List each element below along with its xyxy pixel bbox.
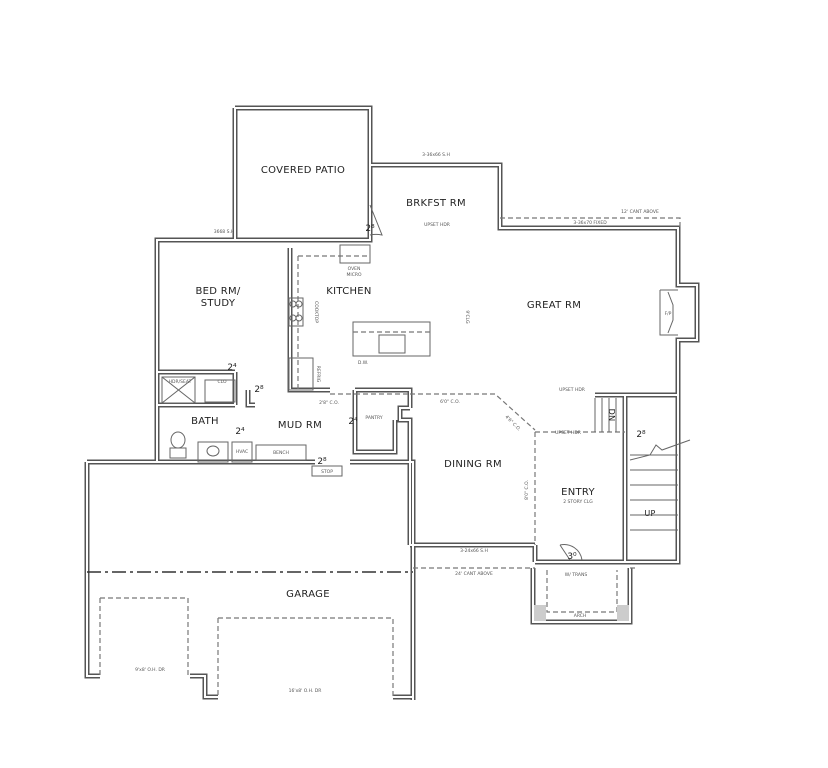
cooktop — [288, 297, 304, 327]
note-garage-door: 9'x8' O.H. DR — [135, 667, 165, 673]
shower — [161, 376, 196, 404]
wall-inner-line — [399, 407, 536, 562]
note-cased-opening: 8'0" C.O. — [524, 480, 530, 500]
door-size-garage: 2⁸ — [317, 457, 327, 467]
note-transom: W/ TRANS — [565, 572, 588, 578]
porch-column — [534, 605, 546, 621]
note-cantilever: 12' CANT ABOVE — [621, 209, 659, 215]
wall — [355, 387, 413, 408]
wall-inner-line — [595, 394, 678, 562]
wall-inner-line — [86, 461, 414, 700]
garage-door-small — [99, 597, 189, 676]
door-size-patio: 2⁸ — [365, 224, 375, 234]
wall-inner-line — [355, 389, 411, 408]
door-swing-front — [559, 544, 583, 561]
room-mud-rm: MUD RM — [278, 420, 322, 431]
note-arch: ARCH — [574, 613, 587, 619]
note-upset-header: UPSET HDR — [559, 387, 585, 393]
room-labels: COVERED PATIO BRKFST RM KITCHEN GREAT RM… — [191, 165, 595, 600]
hvac — [231, 441, 253, 463]
wall-inner-line — [247, 390, 255, 406]
note-dw: D.W. — [358, 360, 368, 366]
room-bed-rm: BED RM/ — [195, 286, 240, 297]
vanity — [197, 441, 229, 463]
note-window: 3668 S.H — [214, 229, 235, 235]
door-swing-patio — [369, 204, 383, 236]
toilet-icon — [169, 431, 187, 459]
room-covered-patio: COVERED PATIO — [261, 165, 345, 176]
note-window: 3-24x66 S.H — [460, 548, 488, 554]
door-size-pantry: 2⁴ — [348, 417, 358, 427]
door-size-bath: 2⁴ — [235, 427, 245, 437]
note-cased-opening: 6'0" C.O. — [440, 399, 460, 405]
oven-micro — [339, 244, 371, 264]
porch-outline — [546, 570, 618, 613]
sink-icon — [378, 334, 406, 354]
note-header: UPSET HDR — [424, 222, 450, 228]
wall-inner-line — [532, 568, 631, 623]
wall — [352, 390, 398, 455]
details — [87, 204, 691, 697]
wall-inner-line — [156, 164, 698, 563]
closet — [204, 379, 236, 403]
note-refrig: REFRIG — [315, 366, 321, 383]
refrigerator — [288, 357, 314, 391]
note-micro: MICRO — [346, 272, 361, 278]
note-bench: BENCH — [273, 450, 289, 456]
garage-door-large — [217, 617, 394, 697]
kitchen-island — [352, 321, 431, 357]
cooktop-burners-icon — [289, 300, 303, 322]
room-garage: GARAGE — [286, 589, 330, 600]
door-sizes: 2⁸ 2⁴ 2⁸ 2⁴ 2⁴ 2⁸ 2⁸ 3⁰ — [227, 224, 646, 562]
note-cantilever: 24' CANT ABOVE — [455, 571, 493, 577]
note-upset-header: UPSET HDR — [555, 430, 581, 436]
room-brkfst-rm: BRKFST RM — [406, 198, 466, 209]
room-kitchen: KITCHEN — [326, 286, 371, 297]
wall — [397, 405, 538, 562]
cantilever-line-12 — [500, 217, 681, 228]
note-pantry: PANTRY — [365, 415, 382, 421]
note-clo: CLO — [217, 379, 226, 385]
stairs-up — [629, 439, 691, 531]
door-size-closet: 2⁴ — [227, 363, 237, 373]
note-window: 3-36x66 S.H — [422, 152, 450, 158]
note-hvac: HVAC — [236, 449, 248, 455]
note-stop: STOP — [321, 469, 333, 475]
room-dining-rm: DINING RM — [444, 459, 502, 470]
door-size-bed: 2⁸ — [254, 385, 264, 395]
room-entry: ENTRY — [561, 487, 595, 498]
room-bath: BATH — [191, 416, 219, 427]
shower-x — [161, 376, 196, 404]
room-study: STUDY — [201, 298, 236, 309]
stairs-up-label: UP — [644, 509, 655, 518]
porch-column — [617, 605, 629, 621]
room-great-rm: GREAT RM — [527, 300, 581, 311]
note-cooktop: COOKTOP — [313, 301, 319, 323]
note-garage-door: 16'x8' O.H. DR — [289, 688, 322, 694]
walls — [84, 105, 700, 700]
note-ceiling: 9'CLG — [464, 310, 470, 324]
note-window: 3-36x70 FIXED — [573, 220, 607, 226]
upper-cabinet-line — [297, 255, 370, 390]
wall-inner-line — [354, 390, 396, 453]
stop — [311, 465, 343, 477]
note-oven: OVEN — [348, 266, 361, 272]
door-size-stair-closet: 2⁸ — [636, 430, 646, 440]
note-fireplace: F/P — [665, 311, 672, 317]
bench — [255, 444, 307, 461]
fireplace — [659, 289, 678, 336]
note-ceiling: 2 STORY CLG — [563, 499, 593, 505]
sink-icon — [206, 445, 220, 457]
stairs-down — [594, 398, 624, 432]
note-cased-opening: 2'8" C.O. — [319, 400, 339, 406]
stairs-down-label: DN — [607, 409, 616, 422]
door-size-front: 3⁰ — [567, 552, 577, 562]
note-cased-opening: 4'6" C.O. — [504, 414, 522, 432]
wall — [84, 459, 416, 700]
note-header-seat: HDR/SEAT — [169, 379, 192, 385]
cased-openings — [330, 393, 536, 545]
